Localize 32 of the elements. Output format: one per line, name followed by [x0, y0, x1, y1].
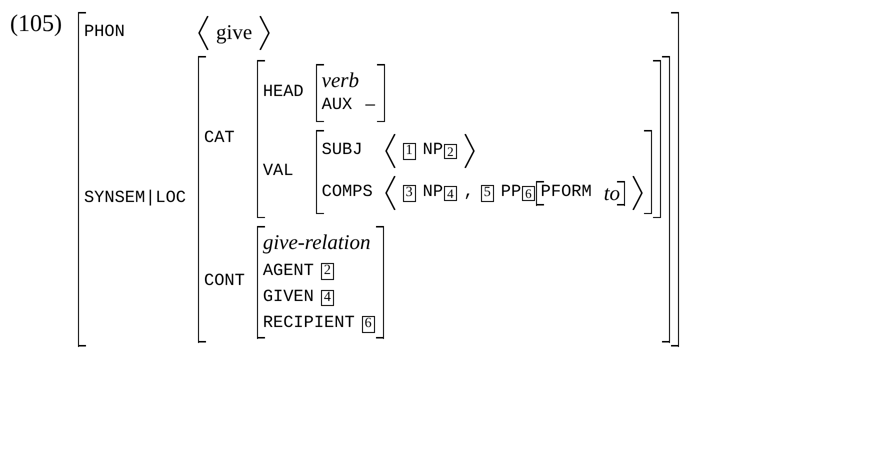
index-tag: 6 — [362, 316, 375, 333]
feature-label: AUX — [322, 96, 352, 116]
feature-label: PFORM — [540, 183, 592, 204]
feature-label: RECIPIENT — [262, 314, 355, 335]
index-tag: 5 — [480, 185, 494, 202]
feature-label: AGENT — [262, 262, 314, 282]
index-tag: 1 — [402, 143, 416, 160]
feature-label: VAL — [262, 162, 294, 183]
category-label: NP — [422, 183, 444, 204]
type-label: verb — [322, 68, 359, 94]
example-number: (105) — [10, 12, 62, 36]
index-tag: 3 — [402, 185, 416, 202]
category-label: PP — [500, 183, 522, 204]
index-tag: 2 — [444, 144, 457, 160]
type-label: give-relation — [262, 230, 371, 256]
feature-label: HEAD — [262, 82, 304, 104]
index-tag: 4 — [320, 290, 334, 306]
index-tag: 4 — [444, 186, 457, 202]
feature-label: CAT — [204, 128, 235, 150]
category-label: NP — [422, 141, 444, 162]
index-tag: 2 — [320, 263, 334, 280]
feature-label: SYNSEM|LOC — [84, 189, 186, 210]
index-tag: 6 — [522, 186, 535, 202]
comma: , — [464, 183, 474, 204]
feature-label: PHON — [84, 22, 125, 44]
type-label: to — [604, 180, 620, 206]
feature-label: SUBJ — [322, 141, 362, 162]
feature-value: give — [216, 20, 252, 46]
feature-label: GIVEN — [262, 288, 314, 308]
feature-value: − — [364, 93, 376, 118]
feature-label: COMPS — [322, 183, 373, 204]
feature-label: CONT — [204, 272, 245, 293]
